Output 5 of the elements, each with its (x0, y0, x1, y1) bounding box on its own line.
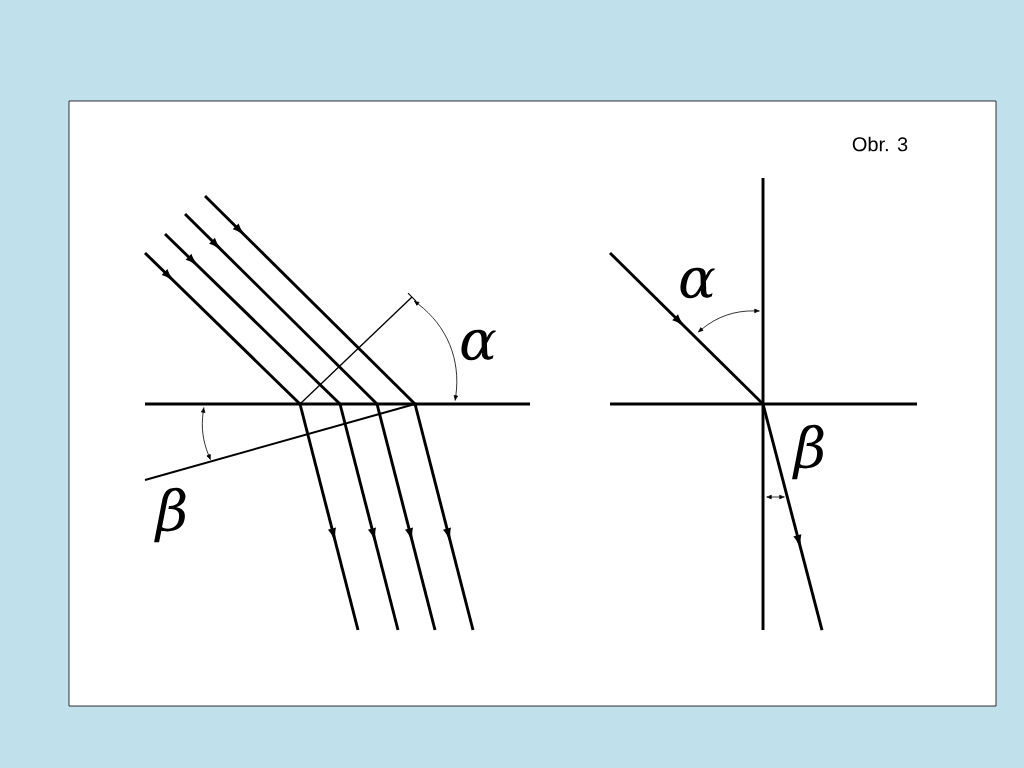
angle-label: α (461, 329, 496, 361)
figure-label: Obr. 3 (852, 136, 908, 152)
angle-label: β (792, 424, 824, 480)
angle-label: β (154, 487, 186, 543)
angle-label: α (680, 267, 715, 299)
